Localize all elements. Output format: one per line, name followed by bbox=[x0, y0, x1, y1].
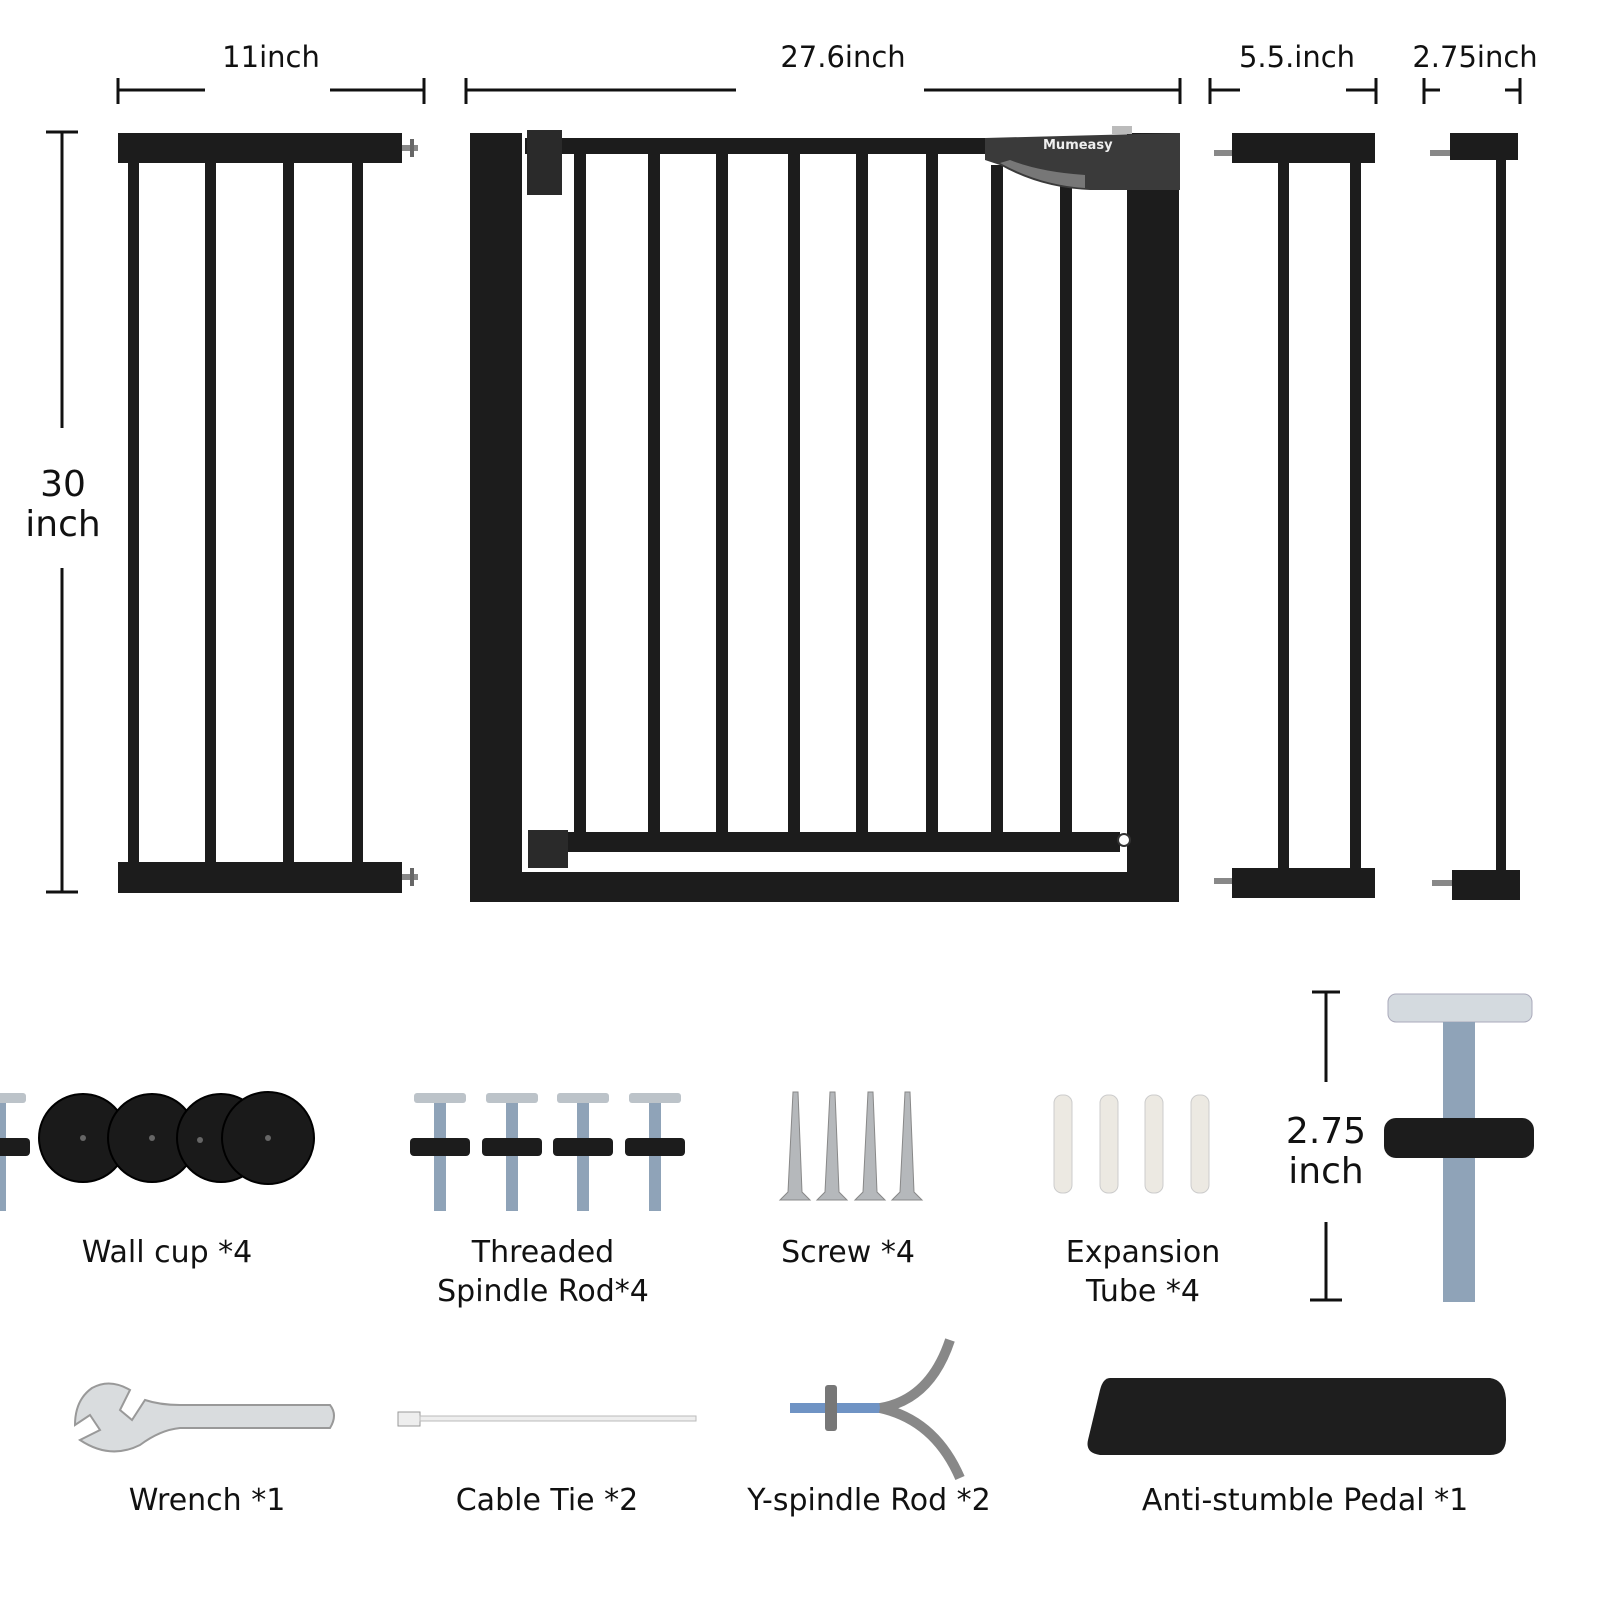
wrench-image bbox=[73, 1382, 335, 1453]
wall-cups-image bbox=[38, 1091, 315, 1185]
brand-logo: Mumeasy bbox=[1043, 138, 1113, 153]
label-wall-cup: Wall cup *4 bbox=[81, 1235, 253, 1270]
label-expansion-1: Expansion bbox=[1065, 1235, 1221, 1270]
cable-tie-image bbox=[397, 1411, 697, 1427]
spindle-rod-closeup-image bbox=[1384, 993, 1534, 1302]
label-threaded-rod-1: Threaded bbox=[471, 1235, 615, 1270]
label-y-spindle-rod: Y-spindle Rod *2 bbox=[747, 1483, 991, 1518]
dimension-lines bbox=[46, 78, 1522, 1302]
height-unit: inch bbox=[25, 504, 101, 545]
extension-panel-2-75 bbox=[1430, 133, 1520, 900]
height-value: 30 bbox=[40, 464, 86, 505]
y-spindle-rod-image bbox=[790, 1338, 965, 1481]
dim-label-5-5inch: 5.5.inch bbox=[1238, 40, 1356, 74]
label-wrench: Wrench *1 bbox=[128, 1483, 286, 1518]
dim-label-11inch: 11inch bbox=[222, 40, 320, 74]
rod-length-value: 2.75 bbox=[1285, 1111, 1367, 1152]
anti-stumble-pedal-image bbox=[1087, 1378, 1506, 1455]
label-anti-stumble-pedal: Anti-stumble Pedal *1 bbox=[1141, 1483, 1469, 1518]
rod-length-unit: inch bbox=[1288, 1151, 1364, 1192]
dim-label-27-6inch: 27.6inch bbox=[780, 40, 906, 74]
screws-image bbox=[778, 1091, 924, 1201]
label-cable-tie: Cable Tie *2 bbox=[455, 1483, 639, 1518]
label-expansion-2: Tube *4 bbox=[1086, 1274, 1200, 1309]
label-screw: Screw *4 bbox=[781, 1235, 915, 1270]
main-gate bbox=[470, 126, 1180, 902]
dim-label-2-75inch: 2.75inch bbox=[1412, 40, 1538, 74]
expansion-tubes-image bbox=[1053, 1094, 1210, 1194]
threaded-spindle-rods-image bbox=[0, 1093, 685, 1211]
extension-panel-5-5 bbox=[1214, 133, 1375, 898]
extension-panel-11 bbox=[118, 133, 418, 893]
label-threaded-rod-2: Spindle Rod*4 bbox=[437, 1274, 649, 1309]
